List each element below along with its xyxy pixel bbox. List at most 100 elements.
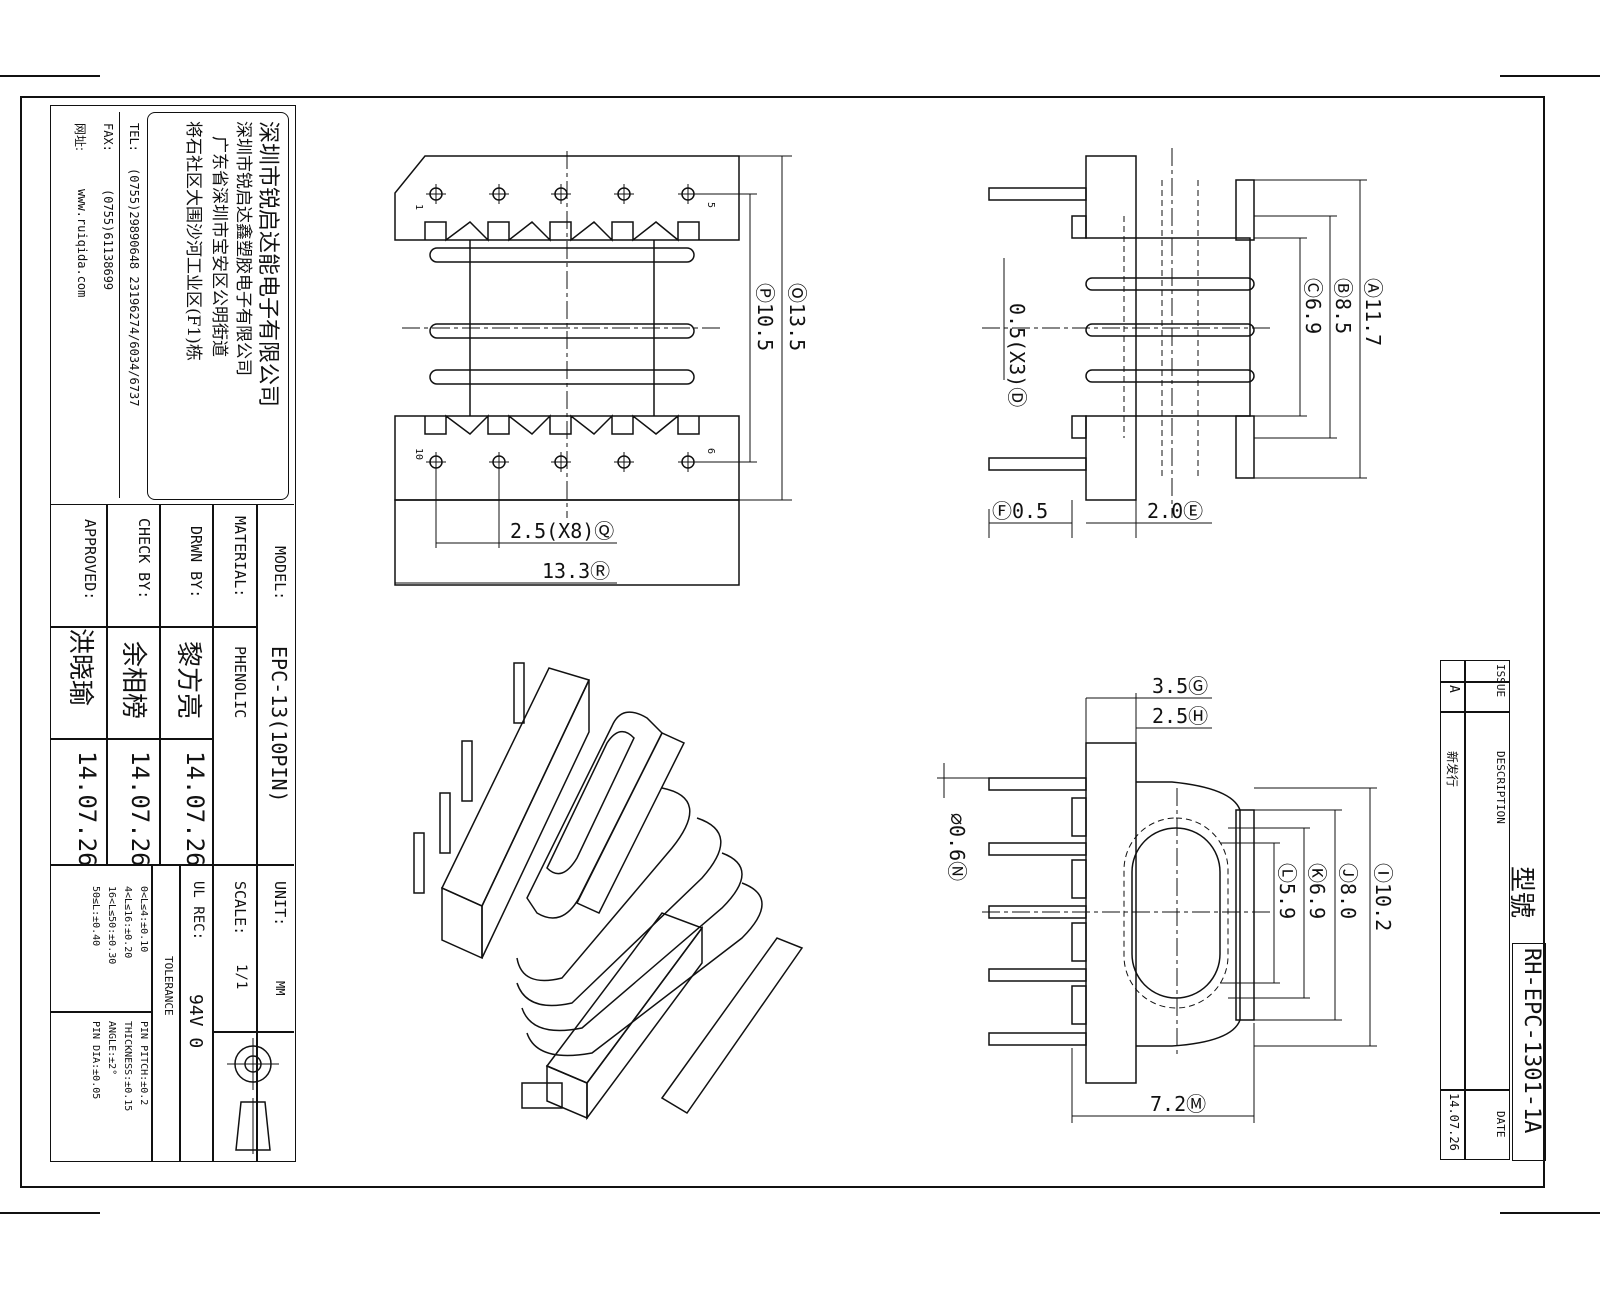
side-pin [988,187,1087,201]
frame-corner-top-right [1500,75,1600,177]
dim-label-q: 2.5(X8)Ⓠ [510,519,614,543]
dim-label-f: Ⓕ0.5 [992,499,1048,523]
company-info: 深圳市锐启达能电子有限公司 深圳市锐启达鑫塑胶电子有限公司 广东省深圳市宝安区公… [51,106,294,505]
pin-label-5: 5 [705,202,716,208]
iso-rib [575,732,686,914]
pin-label-6: 6 [705,448,716,454]
bottom-pin [988,1032,1087,1046]
iso-core-slot [546,730,635,875]
bottom-tab [1071,922,1087,962]
winding-bar [429,323,695,339]
iso-flange-back-top [586,925,703,1121]
iso-pin [413,832,425,894]
cell-divider [212,1031,294,1033]
row-divider [212,864,214,1161]
side-winding-bar [1085,323,1255,337]
side-flange-right [1235,179,1255,241]
dim-label-n: ⌀0.6Ⓝ [945,813,969,881]
cell-divider [51,738,212,740]
rev-divider [1464,661,1466,1159]
row-divider [151,864,153,1161]
bottom-pin [988,777,1087,791]
frame-corner-bottom-right [1500,1212,1600,1314]
dim-label-d: 0.5(X3)Ⓓ [1005,303,1029,407]
iso-base [660,937,804,1115]
cell-divider [51,626,256,628]
dim-label-b: Ⓑ8.5 [1331,278,1355,334]
side-view [982,148,1367,538]
bottom-flange-left [1085,742,1137,1084]
cell-divider [51,1011,151,1013]
iso-tab [521,1082,563,1109]
pin-label-10: 10 [413,448,424,460]
side-wall-left [1071,215,1087,239]
company-address-box [147,112,289,500]
side-flange-bottom [1085,415,1137,501]
dim-label-k: Ⓚ6.9 [1305,863,1329,919]
rev-divider [1441,711,1509,713]
dim-label-l: Ⓛ5.9 [1275,863,1299,919]
revision-block: ISSUE A DESCRIPTION 新发行 DATE 14.07.26 [1440,660,1510,1160]
iso-flange-top [481,679,590,959]
top-view [394,151,792,586]
bottom-tab [1071,797,1087,837]
technical-drawing: Ⓞ13.5 Ⓟ10.5 2.5(X8)Ⓠ 13.3Ⓡ Ⓐ11.7 Ⓑ8.5 Ⓒ6… [394,148,1395,1123]
isometric-view [413,662,804,1121]
dim-label-a: Ⓐ11.7 [1361,278,1385,346]
dim-label-h: 2.5Ⓗ [1152,704,1208,728]
side-body [1135,237,1251,417]
winding-bar [429,247,695,263]
drawing-frame: 深圳市锐启达能电子有限公司 深圳市锐启达鑫塑胶电子有限公司 广东省深圳市宝安区公… [20,96,1546,1188]
iso-pin [461,740,473,802]
bottom-core-slot [1131,827,1221,999]
side-pin [988,457,1087,471]
cell-divider [51,864,294,866]
dim-label-c: Ⓒ6.9 [1301,278,1325,334]
side-flange-right [1235,415,1255,479]
tooth-row-lower [424,414,700,435]
divider-line [119,112,120,498]
bottom-flange-right [1235,809,1255,1021]
iso-winding-3 [521,852,743,1032]
bottom-core-slot-hidden [1123,817,1229,1009]
projection-cone [235,1101,271,1151]
iso-core-opening [526,711,663,919]
frame-corner-top-left [0,75,100,177]
pin-label-1: 1 [413,204,424,210]
side-winding-bar [1085,277,1255,291]
row-divider [106,504,108,864]
bottom-pin [988,968,1087,982]
row-divider [256,504,258,1161]
bottom-tab [1071,985,1087,1025]
iso-flange-back [545,912,704,1084]
dim-label-o: Ⓞ13.5 [785,283,809,351]
frame-corner-bottom-left [0,1212,100,1312]
dim-label-e: 2.0Ⓔ [1147,499,1203,523]
iso-winding-1 [516,787,691,982]
bottom-tab [1071,859,1087,899]
winding-bar [429,369,695,385]
top-flange-upper [394,155,740,241]
iso-flange-back-side [546,1064,588,1120]
bottom-body-outline [1136,781,1241,1047]
dim-label-r: 13.3Ⓡ [542,559,610,583]
side-flange-top [1085,155,1137,239]
row-divider [212,504,214,864]
dim-label-p: Ⓟ10.5 [753,283,777,351]
top-base [394,499,740,586]
row-divider [159,504,161,864]
dim-label-g: 3.5Ⓖ [1152,674,1208,698]
rev-divider [1441,1089,1509,1091]
iso-pin [513,662,525,724]
bottom-view [937,693,1377,1123]
dim-label-i: Ⓘ10.2 [1371,863,1395,931]
tooth-row-upper [424,221,700,242]
iso-flange-side [441,886,483,960]
projection-symbol [227,1038,279,1154]
bottom-pin [988,842,1087,856]
side-winding-bar [1085,369,1255,383]
dim-label-j: Ⓙ8.0 [1336,863,1360,919]
iso-winding-4 [526,882,763,1057]
side-wall-left [1071,415,1087,439]
title-block: 深圳市锐启达能电子有限公司 深圳市锐启达鑫塑胶电子有限公司 广东省深圳市宝安区公… [50,105,296,1162]
